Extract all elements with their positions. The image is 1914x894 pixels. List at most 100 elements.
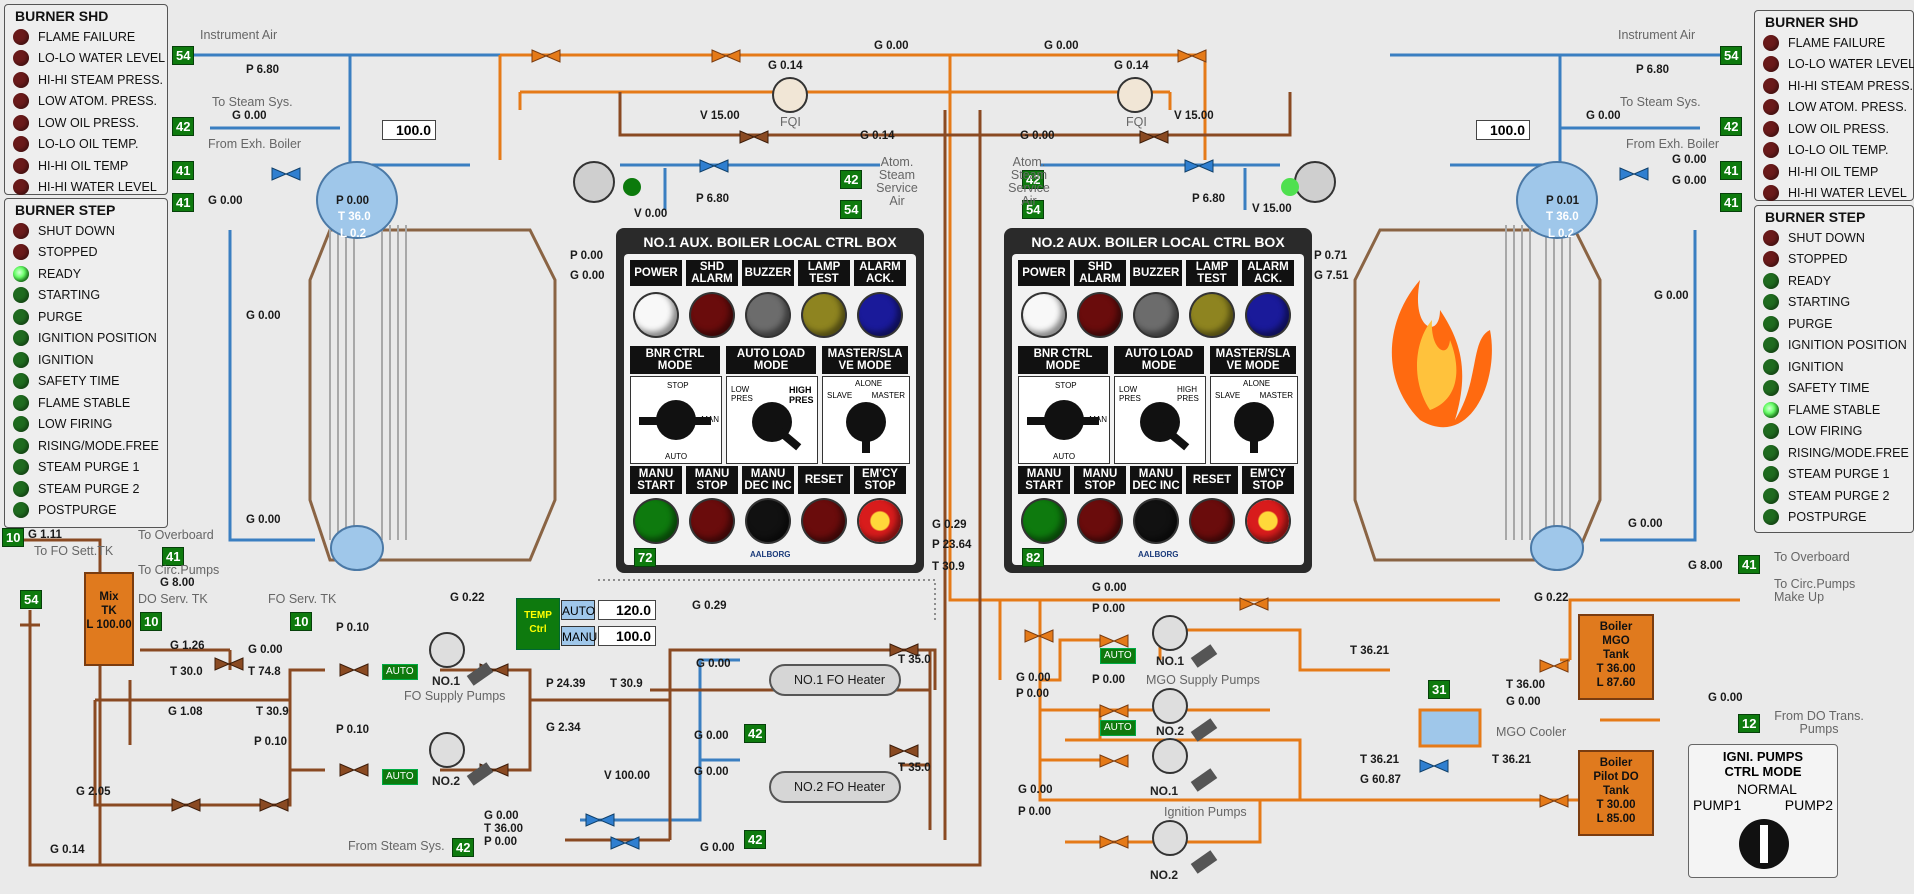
mgo-pump2-label: NO.2: [1156, 724, 1185, 738]
indicator-label: FLAME FAILURE: [1788, 35, 1886, 50]
ctrl-box-body: POWER SHD ALARM BUZZER LAMP TEST ALARM A…: [1012, 254, 1304, 567]
indicator-label: STOPPED: [38, 245, 98, 260]
fqi-label: FQI: [1126, 115, 1147, 129]
indicator-label: STARTING: [38, 288, 101, 303]
status-led: [1763, 34, 1779, 51]
manu-dec-inc-switch[interactable]: [747, 500, 789, 542]
indicator-row: FLAME STABLE: [5, 392, 167, 414]
lamp-test-header: LAMP TEST: [798, 260, 850, 286]
igni-pump2: PUMP2: [1784, 797, 1833, 813]
no2-ctrl-box: NO.2 AUX. BOILER LOCAL CTRL BOX POWER SH…: [1004, 228, 1312, 573]
bnr-ctrl-mode-selector[interactable]: STOP MAN AUTO: [630, 376, 722, 464]
manu-dec-inc-switch[interactable]: [1135, 500, 1177, 542]
igni-normal: NORMAL: [1737, 781, 1797, 797]
bnr-ctrl-mode-selector[interactable]: STOP MAN AUTO: [1018, 376, 1110, 464]
master-slave-mode-selector[interactable]: ALONE SLAVE MASTER: [1210, 376, 1298, 464]
manu-start-header: MANU START: [1018, 466, 1070, 494]
manu-start-button[interactable]: [635, 500, 677, 542]
temp-readout: T 36.00: [484, 823, 523, 835]
manu-start-button[interactable]: [1023, 500, 1065, 542]
fo-pump1-auto[interactable]: AUTO: [382, 664, 418, 680]
status-led: [13, 373, 29, 390]
reset-button[interactable]: [803, 500, 845, 542]
igni-mode-selector[interactable]: [1739, 819, 1789, 869]
status-led: [1763, 509, 1779, 526]
status-led: [13, 114, 29, 131]
auto-load-mode-selector[interactable]: LOW PRES HIGH PRES: [1114, 376, 1206, 464]
master-slave-mode-selector[interactable]: ALONE SLAVE MASTER: [822, 376, 910, 464]
temp-setpoint-2[interactable]: 100.0: [598, 626, 656, 646]
indicator-row: FLAME FAILURE: [5, 26, 167, 48]
no1-ctrl-box: NO.1 AUX. BOILER LOCAL CTRL BOX POWER SH…: [616, 228, 924, 573]
indicator-row: LOW ATOM. PRESS.: [1755, 97, 1913, 119]
status-led: [13, 244, 29, 261]
lamp-test-button[interactable]: [803, 294, 845, 336]
temp-setpoint-1[interactable]: 120.0: [598, 600, 656, 620]
alarm-ack-button[interactable]: [859, 294, 901, 336]
fo-pump2-auto[interactable]: AUTO: [382, 769, 418, 785]
indicator-row: STEAM PURGE 1: [5, 457, 167, 479]
manu-stop-header: MANU STOP: [686, 466, 738, 494]
tag-31: 31: [1428, 680, 1451, 699]
auto-load-mode-selector[interactable]: LOW PRES HIGH PRES: [726, 376, 818, 464]
boiler-pilot-do-tank: Boiler Pilot DO Tank T 30.00 L 85.00: [1578, 750, 1654, 836]
mgo-pump2-auto[interactable]: AUTO: [1100, 720, 1136, 736]
emcy-stop-button[interactable]: [1247, 500, 1289, 542]
tag-41: 41: [1738, 555, 1761, 574]
from-exh-boiler-label: From Exh. Boiler: [208, 137, 302, 151]
indicator-row: STEAM PURGE 1: [1755, 464, 1913, 486]
boiler1-setpoint[interactable]: 100.0: [382, 120, 436, 140]
emcy-stop-button[interactable]: [859, 500, 901, 542]
manu-dec-inc-header: MANU DEC INC: [742, 466, 794, 494]
indicator-label: HI-HI OIL TEMP: [38, 158, 129, 173]
indicator-label: LO-LO WATER LEVEL: [38, 51, 166, 66]
status-led: [13, 437, 29, 454]
indicator-label: STARTING: [1788, 295, 1851, 310]
pressure-readout: P 0.10: [254, 736, 288, 748]
status-led: [1763, 142, 1779, 159]
pressure-readout: P 0.01: [1546, 195, 1580, 207]
temp-auto-button[interactable]: AUTO: [561, 600, 595, 620]
power-header: POWER: [630, 260, 682, 286]
indicator-label: LO-LO WATER LEVEL: [1788, 57, 1914, 72]
shd-alarm-lamp: [691, 294, 733, 336]
buzzer-button[interactable]: [1135, 294, 1177, 336]
manu-stop-button[interactable]: [691, 500, 733, 542]
pressure-readout: P 6.80: [246, 64, 280, 76]
pressure-readout: P 0.00: [336, 195, 370, 207]
mgo-pump1-auto[interactable]: AUTO: [1100, 648, 1136, 664]
status-led: [13, 416, 29, 433]
manu-stop-button[interactable]: [1079, 500, 1121, 542]
alarm-ack-button[interactable]: [1247, 294, 1289, 336]
tag-54: 54: [840, 200, 863, 219]
temp-readout: T 36.21: [1360, 754, 1399, 766]
boiler2-setpoint[interactable]: 100.0: [1476, 120, 1530, 140]
panel-title: BURNER STEP: [15, 202, 116, 218]
pressure-readout: P 0.00: [1092, 674, 1126, 686]
power-lamp: [1023, 294, 1065, 336]
tag-10: 10: [2, 528, 25, 547]
temp-readout: T 30.9: [610, 678, 643, 690]
status-led: [13, 179, 29, 196]
indicator-label: HI-HI STEAM PRESS.: [1788, 78, 1914, 93]
temp-readout: T 30.0: [170, 666, 203, 678]
heater-label: NO.2 FO Heater: [794, 780, 885, 794]
atom-steam-label: Atom. Steam Service Air: [876, 155, 918, 208]
temp-ctrl-label: TEMP Ctrl: [524, 610, 552, 635]
flow-readout: G 0.14: [1114, 60, 1149, 72]
indicator-label: IGNITION POSITION: [38, 331, 157, 346]
reset-header: RESET: [1186, 466, 1238, 494]
lamp-test-button[interactable]: [1191, 294, 1233, 336]
temp-manu-button[interactable]: MANU: [561, 626, 597, 646]
fo-supply-pumps-label: FO Supply Pumps: [404, 689, 506, 703]
igni-title: IGNI. PUMPS CTRL MODE: [1722, 749, 1804, 779]
reset-button[interactable]: [1191, 500, 1233, 542]
flow-readout: G 0.00: [208, 195, 243, 207]
status-led: [13, 308, 29, 325]
flow-readout: G 8.00: [1688, 560, 1723, 572]
temp-readout: T 30.9: [256, 706, 289, 718]
buzzer-button[interactable]: [747, 294, 789, 336]
lamp-test-header: LAMP TEST: [1186, 260, 1238, 286]
